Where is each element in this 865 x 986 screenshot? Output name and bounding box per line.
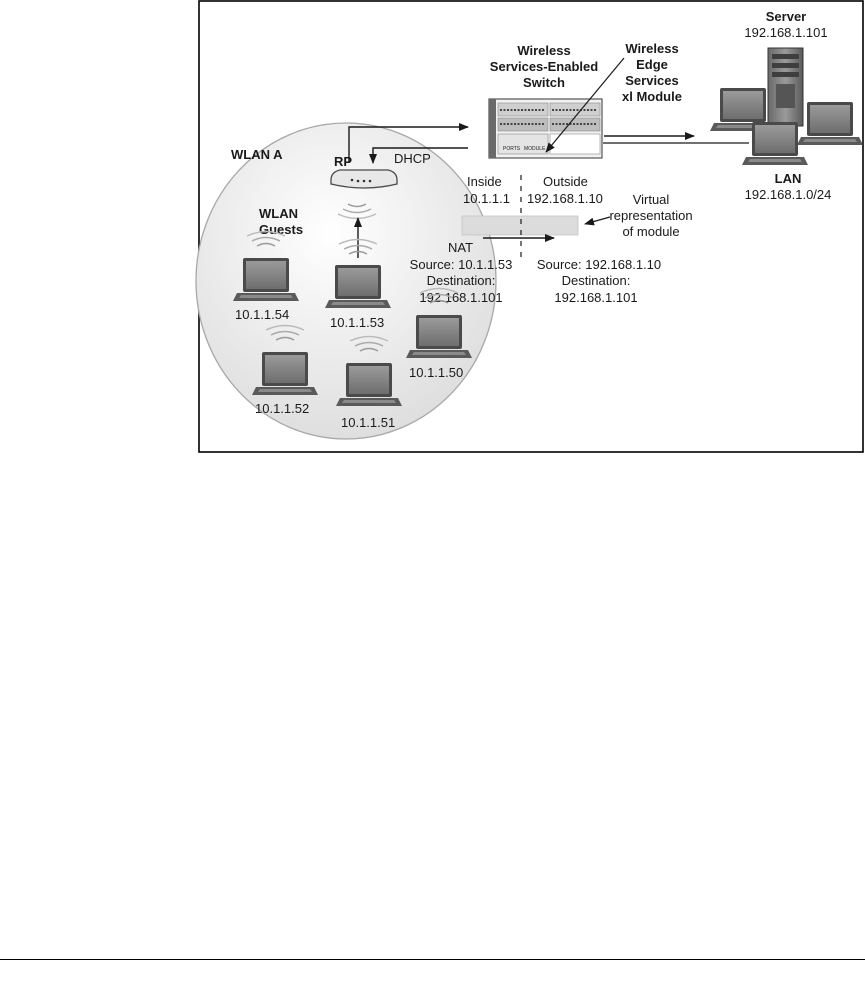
virtual-module-bar xyxy=(461,215,579,236)
virtual-label-line1: Virtual xyxy=(633,192,670,207)
outside-ip: 192.168.1.10 xyxy=(527,191,603,206)
rp-to-switch-arrow xyxy=(348,123,469,163)
guests-label-line2: Guests xyxy=(259,222,303,237)
module-label-line1: Wireless xyxy=(625,41,678,56)
switch-chassis-icon: PORTS MODULE xyxy=(488,98,603,159)
footer-rule xyxy=(0,959,865,960)
client-ip-51: 10.1.1.51 xyxy=(341,415,395,430)
nat-label: NAT xyxy=(448,240,473,255)
outside-packet-destination-label: Destination: xyxy=(562,273,631,288)
wlan-label: WLAN A xyxy=(231,147,283,162)
outside-label: Outside xyxy=(543,174,588,189)
dhcp-label: DHCP xyxy=(394,151,431,166)
lan-title: LAN xyxy=(775,171,802,186)
server-ip: 192.168.1.101 xyxy=(744,25,827,40)
module-label-line3: Services xyxy=(625,73,679,88)
rp-access-point-icon xyxy=(330,169,398,189)
client-ip-54: 10.1.1.54 xyxy=(235,307,289,322)
inside-ip: 10.1.1.1 xyxy=(463,191,510,206)
module-pointer-arrow xyxy=(545,57,625,153)
lan-subnet: 192.168.1.0/24 xyxy=(745,187,832,202)
client-ip-50: 10.1.1.50 xyxy=(409,365,463,380)
dhcp-arrow xyxy=(369,147,468,164)
inside-packet-destination-label: Destination: xyxy=(427,273,496,288)
virtual-label-line2: representation xyxy=(609,208,692,223)
inside-packet-source: Source: 10.1.1.53 xyxy=(410,257,513,272)
virtual-label-line3: of module xyxy=(622,224,679,239)
module-label-line4: xl Module xyxy=(622,89,682,104)
switch-label-line2: Services-Enabled xyxy=(490,59,598,74)
outside-packet-destination-ip: 192.168.1.101 xyxy=(554,290,637,305)
outside-packet-source: Source: 192.168.1.10 xyxy=(537,257,661,272)
inside-label: Inside xyxy=(467,174,502,189)
guests-label-line1: WLAN xyxy=(259,206,298,221)
client-ip-53: 10.1.1.53 xyxy=(330,315,384,330)
switch-port-text: PORTS xyxy=(503,146,521,152)
module-label-line2: Edge xyxy=(636,57,668,72)
switch-module-text: MODULE xyxy=(524,146,546,152)
client-ip-52: 10.1.1.52 xyxy=(255,401,309,416)
rp-label: RP xyxy=(334,154,352,169)
switch-label-line3: Switch xyxy=(523,75,565,90)
server-title: Server xyxy=(766,9,806,24)
switch-label-line1: Wireless xyxy=(517,43,570,58)
virtual-pointer-arrow xyxy=(584,216,611,226)
server-tower-icon xyxy=(767,47,804,127)
